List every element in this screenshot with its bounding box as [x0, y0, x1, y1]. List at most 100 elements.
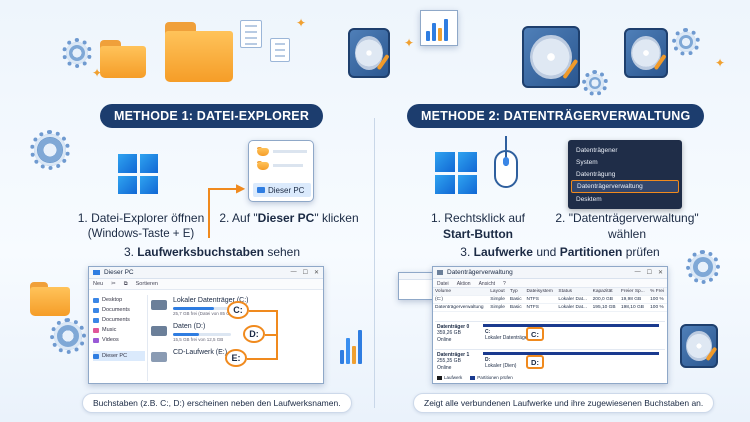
- folder-icon: [165, 22, 233, 82]
- disk-0-label: Datenträger 0: [437, 324, 470, 330]
- hard-drive-icon: [522, 26, 580, 88]
- drive-e-name: CD-Laufwerk (E:): [173, 349, 228, 356]
- minimize-icon[interactable]: —: [290, 269, 297, 275]
- disk-0-state: Online: [437, 336, 452, 343]
- new-button[interactable]: Neu: [93, 281, 104, 287]
- explorer-title: Dieser PC: [104, 269, 134, 276]
- column-header[interactable]: Typ: [507, 288, 525, 296]
- drive-icon: [151, 300, 167, 310]
- column-header[interactable]: Layout: [488, 288, 508, 296]
- nav-item[interactable]: Documents: [93, 315, 145, 325]
- table-cell: Datenträgerverwaltung: [433, 303, 489, 312]
- nav-item[interactable]: Music: [93, 325, 145, 335]
- method2-title: METHODE 2: DATENTRÄGERVERWALTUNG: [407, 104, 705, 128]
- arrow-connector: [208, 188, 238, 190]
- nav-item[interactable]: Documents: [93, 305, 145, 315]
- disk-1-state: Online: [437, 364, 452, 371]
- connector: [249, 310, 277, 312]
- drive-c[interactable]: Lokaler Datenträger (C:) 25,7 GB frei (D…: [151, 297, 251, 319]
- close-icon[interactable]: ✕: [313, 270, 319, 276]
- diskmgmt-window: Datenträgerverwaltung — ☐ ✕ Datei Aktion A…: [432, 266, 668, 384]
- drive-d[interactable]: Daten (D:) 15,5 GB frei von 12,5 GB: [151, 323, 251, 345]
- table-cell: 19,98 GB: [618, 295, 649, 304]
- disk-1-size: 255,35 GB: [437, 358, 461, 365]
- mini-window-decoration: [398, 272, 434, 300]
- partition-d-sub: Lokaler (Dien): [485, 363, 517, 369]
- hard-drive-icon: [680, 324, 718, 368]
- method1-title: METHODE 1: DATEI-EXPLORER: [100, 104, 324, 128]
- table-cell: Basic: [507, 295, 525, 304]
- copy-icon[interactable]: ⧉: [123, 281, 128, 287]
- section-divider: [374, 118, 375, 408]
- m1-step2-caption: 2. Auf "Dieser PC" klicken: [219, 211, 359, 225]
- hard-drive-icon: [624, 28, 668, 78]
- drive-d-name: Daten (D:): [173, 323, 206, 330]
- dieser-pc-card[interactable]: Dieser PC: [248, 140, 314, 202]
- diskmgmt-title: Datenträgerverwaltung: [447, 269, 513, 276]
- mouse-cable: [505, 136, 507, 150]
- m2-step1-sub: Start-Button: [443, 226, 513, 241]
- m2-bottom-caption: Zeigt alle verbundenen Laufwerke und ihr…: [413, 393, 715, 413]
- connector: [247, 358, 277, 360]
- partition-c-name: C:: [485, 329, 491, 335]
- explorer-titlebar: Dieser PC — ☐ ✕: [89, 267, 323, 279]
- table-cell: Lokaler Dat...: [556, 303, 591, 312]
- partition-c[interactable]: C: Lokaler Datenträger: [483, 324, 659, 346]
- column-header[interactable]: Status: [556, 288, 591, 296]
- column-header[interactable]: Volume: [433, 288, 489, 296]
- column-header[interactable]: Kapazität: [590, 288, 619, 296]
- document-icon: [270, 38, 290, 62]
- menu-item[interactable]: Desktem: [576, 195, 602, 203]
- m1-step1-caption: 1. Datei-Explorer öffnen (Windows-Taste …: [66, 211, 216, 242]
- menu-item[interactable]: Datenträgung: [576, 170, 616, 178]
- diskmgmt-titlebar: Datenträgerverwaltung — ☐ ✕: [433, 267, 667, 279]
- partition-letter-c: C:: [526, 327, 544, 341]
- monitor-icon: [257, 187, 265, 193]
- nav-item[interactable]: Desktop: [93, 295, 145, 305]
- table-cell: 100 %: [648, 295, 667, 304]
- sort-button[interactable]: Sortieren: [135, 281, 158, 287]
- drive-d-info: 15,5 GB frei von 12,5 GB: [173, 337, 224, 342]
- column-header[interactable]: % Frei: [648, 288, 667, 296]
- menu-item[interactable]: Datenträgener: [576, 146, 618, 154]
- m1-step1-sub: (Windows-Taste + E): [87, 227, 195, 240]
- partition-d[interactable]: D: Lokaler (Dien): [483, 352, 659, 374]
- disk-row-0[interactable]: Datenträger 0 359,26 GB Online C: Lokale…: [435, 321, 665, 347]
- menu-ansicht[interactable]: Ansicht: [478, 281, 495, 287]
- column-header[interactable]: Dateisystem: [524, 288, 557, 296]
- m2-step1-title: 1. Rechtsklick auf: [430, 211, 526, 225]
- menu-help[interactable]: ?: [503, 281, 506, 287]
- explorer-nav-pane: Desktop Documents Documents Music Videos…: [93, 295, 145, 381]
- menu-item[interactable]: System: [576, 158, 598, 166]
- diskmgmt-legend: Laufwerk Partitionen prüfen: [437, 375, 513, 380]
- menu-datei[interactable]: Datei: [437, 281, 449, 287]
- drive-c-bar: [173, 307, 231, 310]
- close-icon[interactable]: ✕: [657, 270, 663, 276]
- m1-step1-title: 1. Datei-Explorer öffnen: [77, 211, 205, 225]
- table-cell: NTFS: [524, 303, 557, 312]
- drive-d-bar: [173, 333, 231, 336]
- cut-icon[interactable]: ✂: [111, 281, 116, 287]
- drive-e[interactable]: CD-Laufwerk (E:): [151, 349, 251, 371]
- folder-icon: [257, 161, 269, 170]
- arrow-connector: [208, 188, 210, 238]
- minimize-icon[interactable]: —: [634, 269, 641, 275]
- nav-item[interactable]: Videos: [93, 335, 145, 345]
- menu-aktion[interactable]: Aktion: [456, 281, 471, 287]
- drive-c-name: Lokaler Datenträger (C:): [173, 297, 249, 304]
- explorer-window: Dieser PC — ☐ ✕ Neu ✂ ⧉ Sortieren Desktop …: [88, 266, 324, 384]
- maximize-icon[interactable]: ☐: [646, 270, 652, 276]
- disk-1-label: Datenträger 1: [437, 352, 470, 358]
- pc-row[interactable]: Dieser PC: [253, 183, 311, 197]
- column-header[interactable]: Freier Sp...: [618, 288, 649, 296]
- disk-row-1[interactable]: Datenträger 1 255,35 GB Online D: Lokale…: [435, 349, 665, 375]
- drive-icon: [151, 326, 167, 336]
- gear-icon: [582, 70, 608, 96]
- menu-item-datentraegerverwaltung[interactable]: Datenträgerverwaltung: [571, 180, 679, 193]
- table-cell: NTFS: [524, 295, 557, 304]
- maximize-icon[interactable]: ☐: [302, 270, 308, 276]
- folder-icon: [257, 147, 269, 156]
- nav-item-dieser-pc[interactable]: Dieser PC: [93, 351, 145, 361]
